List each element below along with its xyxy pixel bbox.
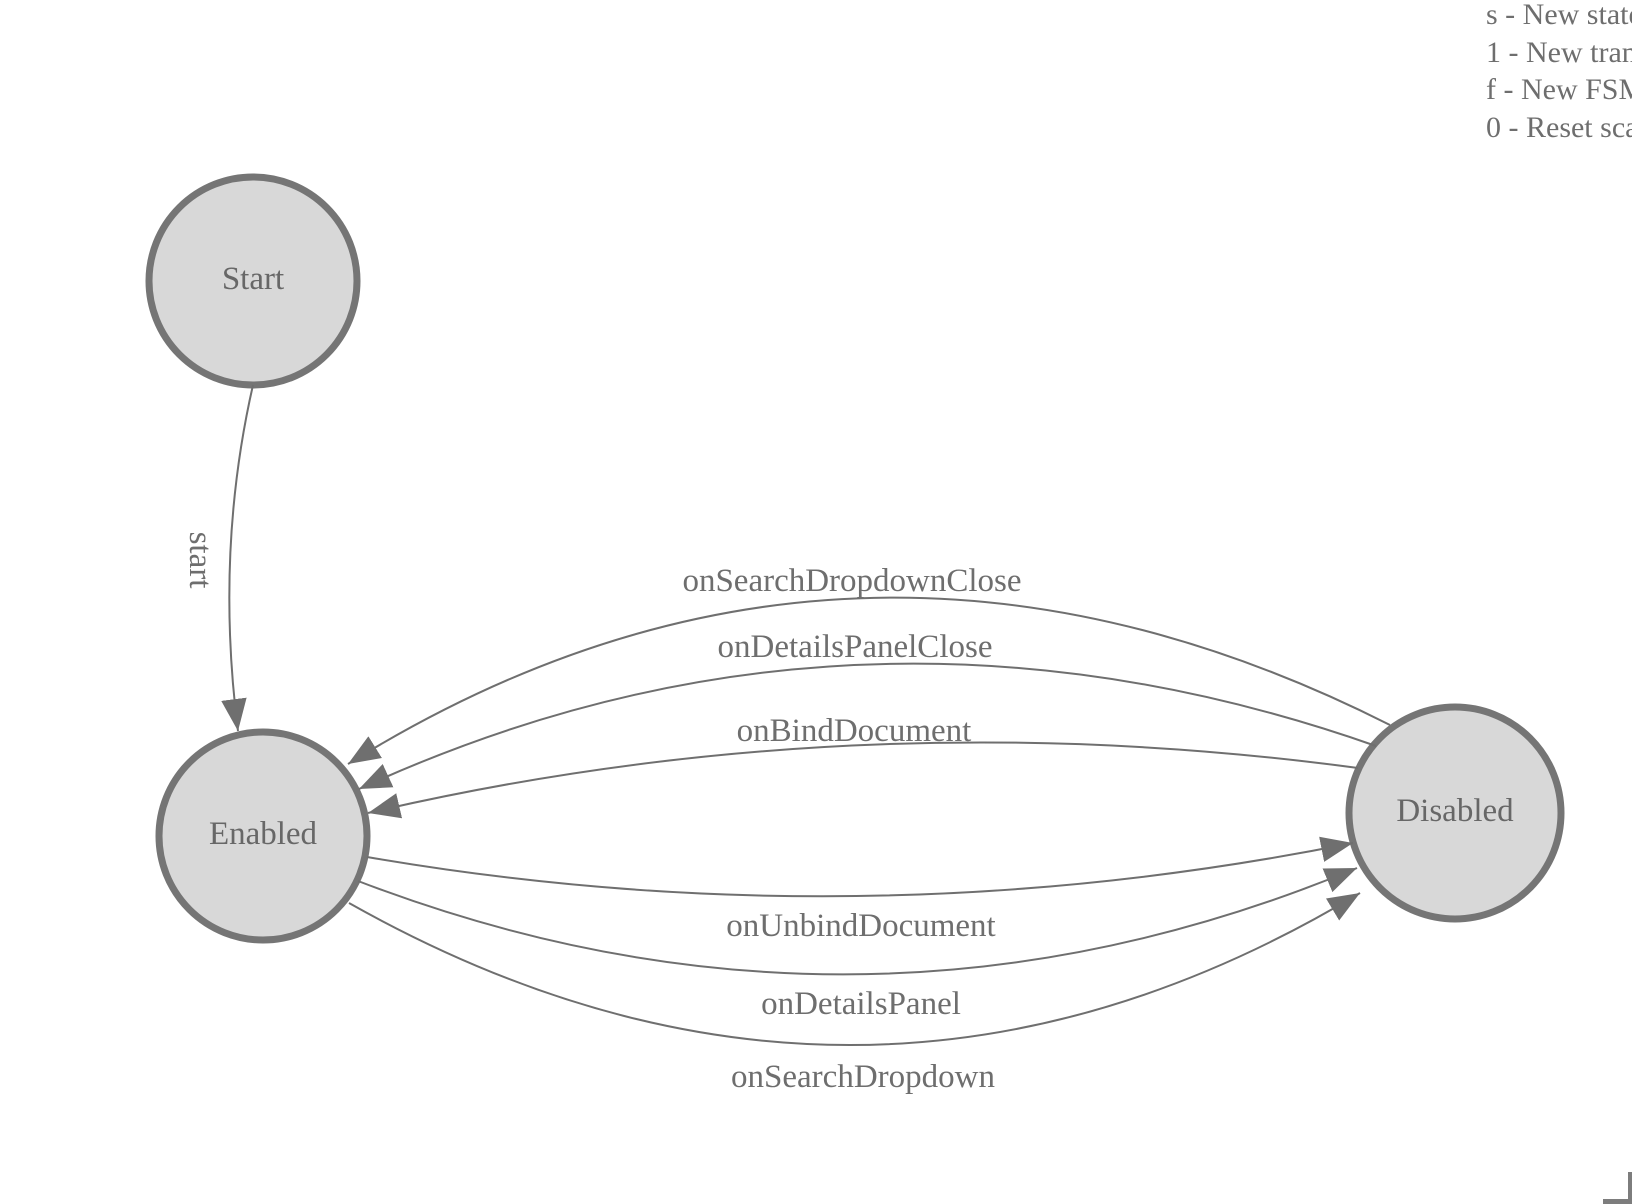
edge-line[interactable] <box>358 662 1377 790</box>
node-enabled[interactable]: Enabled <box>155 728 371 944</box>
edge-line[interactable] <box>367 741 1359 819</box>
edge-label: onUnbindDocument <box>726 908 995 944</box>
legend-line-new-state: s - New state <box>1486 0 1632 31</box>
edge-start-line[interactable] <box>221 384 254 732</box>
edge-line[interactable] <box>347 596 1391 765</box>
edge-label: onSearchDropdownClose <box>682 563 1021 599</box>
edge-start-label: start <box>182 532 218 589</box>
edge-onDetailsPanel: onDetailsPanel <box>357 867 1358 1022</box>
node-disabled-label: Disabled <box>1396 793 1514 829</box>
node-enabled-label: Enabled <box>209 816 318 852</box>
edge-label: onBindDocument <box>737 713 972 749</box>
viewport-corner-frame <box>1603 1172 1632 1204</box>
edge-onSearchDropdownClose: onSearchDropdownClose <box>347 563 1391 765</box>
edge-label: onDetailsPanel <box>761 986 961 1022</box>
edge-line[interactable] <box>348 892 1361 1046</box>
edge-onSearchDropdown: onSearchDropdown <box>348 892 1361 1095</box>
edge-label: onDetailsPanelClose <box>718 629 993 665</box>
shortcuts-legend: s - New state 1 - New transition f - New… <box>1486 0 1632 146</box>
legend-line-reset-scale: 0 - Reset scale <box>1486 110 1632 144</box>
edge-onBindDocument: onBindDocument <box>367 713 1359 819</box>
edge-start-to-enabled: start <box>182 384 254 732</box>
legend-line-new-transition: 1 - New transition <box>1486 35 1632 69</box>
node-disabled[interactable]: Disabled <box>1345 703 1565 923</box>
node-start[interactable]: Start <box>145 173 361 389</box>
node-enabled-circle[interactable] <box>155 728 371 944</box>
edge-line[interactable] <box>366 836 1354 898</box>
edge-label: onSearchDropdown <box>731 1059 995 1095</box>
node-disabled-circle[interactable] <box>1345 703 1565 923</box>
edge-onDetailsPanelClose: onDetailsPanelClose <box>358 629 1377 790</box>
edge-line[interactable] <box>357 867 1358 976</box>
edge-onUnbindDocument: onUnbindDocument <box>366 836 1354 944</box>
node-start-label: Start <box>222 261 284 297</box>
legend-line-new-fsm: f - New FSM <box>1486 73 1632 106</box>
